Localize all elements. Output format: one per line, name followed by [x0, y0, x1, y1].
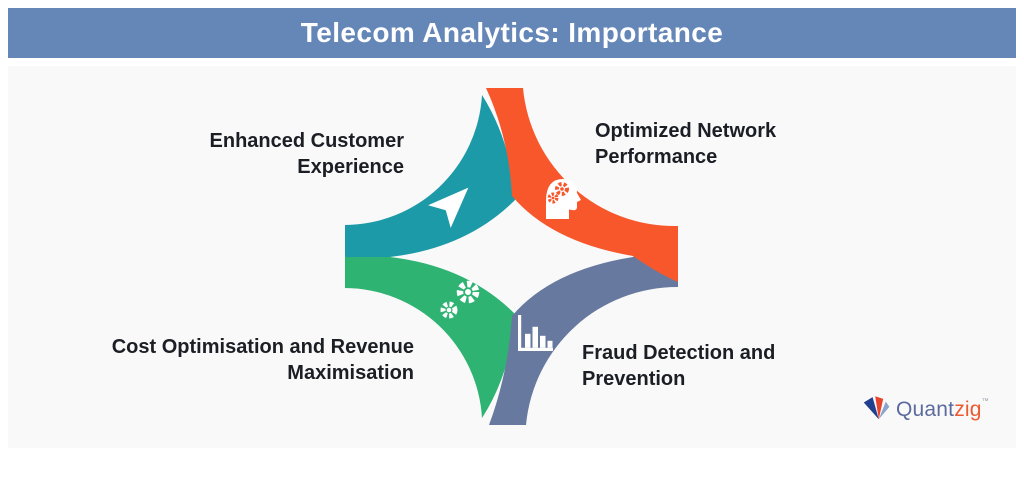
trademark-symbol: ™ — [981, 397, 989, 405]
label-fraud-detection-prevention: Fraud Detection and Prevention — [582, 342, 776, 390]
label-enhanced-customer-experience: Enhanced Customer Experience — [209, 130, 404, 178]
blade-network-performance — [486, 88, 678, 282]
logo-text-quant: Quant — [896, 397, 955, 421]
logo-text-zig: zig — [954, 397, 982, 421]
header-bar: Telecom Analytics: Importance — [8, 8, 1016, 58]
pinwheel-diagram — [345, 88, 678, 425]
quantzig-fan-icon — [863, 396, 890, 420]
head-gears-icon — [546, 179, 581, 219]
blade-cost-optimisation — [345, 257, 515, 418]
label-optimized-network-performance: Optimized Network Performance — [595, 120, 777, 168]
label-cost-optimisation-revenue: Cost Optimisation and Revenue Maximisati… — [111, 336, 414, 384]
brain-gears — [547, 182, 569, 204]
bar-chart-icon — [518, 315, 553, 351]
cursor-arrow-icon — [428, 187, 469, 228]
quantzig-logo: Quantzig™ — [862, 396, 989, 423]
blade-customer-experience — [345, 95, 515, 257]
blade-fraud-detection — [489, 232, 678, 425]
gears-icon — [440, 280, 480, 319]
logo-wordmark: Quantzig™ — [896, 397, 989, 423]
page-title: Telecom Analytics: Importance — [300, 17, 724, 48]
